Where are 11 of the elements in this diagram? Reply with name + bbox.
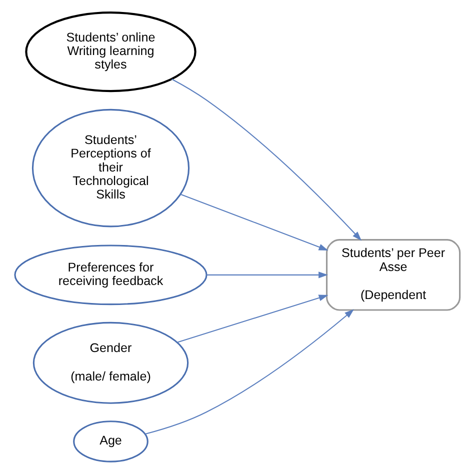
node-box: Students’ per Peer Asse (Dependent	[325, 239, 460, 311]
node-ellipse: Gender (male/ female)	[32, 322, 188, 404]
arrow	[171, 78, 362, 241]
arrow	[206, 272, 328, 278]
arrow	[176, 294, 328, 343]
arrow	[180, 194, 328, 251]
node-ellipse: Age	[72, 420, 148, 462]
arrow	[144, 309, 354, 435]
node-ellipse: Students’ Perceptions of their Technological Skills	[31, 108, 190, 228]
node-ellipse: Students’ online Writing learning styles	[24, 12, 196, 92]
node-ellipse: Preferences for receiving feedback	[14, 244, 207, 306]
